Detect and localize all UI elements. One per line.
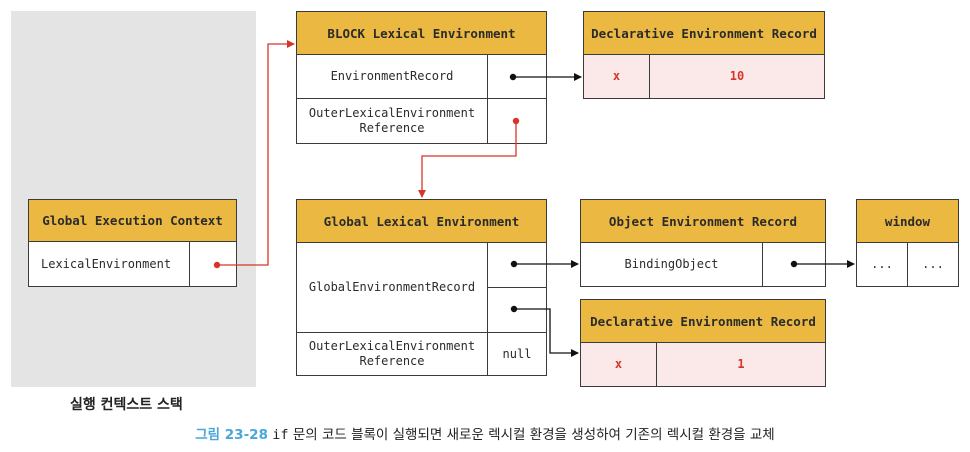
block-outer-reference-cell: OuterLexicalEnvironment Reference [296, 98, 488, 144]
stack-caption: 실행 컨텍스트 스택 [70, 397, 183, 413]
global-object-record-arrow [510, 260, 579, 268]
block-declarative-record-header: Declarative Environment Record [583, 11, 825, 55]
block-declarative-value-cell: 10 [649, 54, 825, 99]
block-declarative-name-cell: x [583, 54, 650, 99]
global-environment-record-cell: GlobalEnvironmentRecord [296, 242, 488, 333]
binding-object-arrow [790, 260, 855, 268]
block-record-arrow [509, 73, 582, 81]
global-execution-context-header: Global Execution Context [28, 199, 237, 242]
global-outer-reference-label-line2: Reference [359, 354, 425, 368]
lexical-environment-arrow [213, 40, 295, 269]
lexical-environment-pointer-cell [189, 241, 237, 287]
global-outer-reference-label-line1: OuterLexicalEnvironment [308, 339, 476, 353]
caption-code: if [272, 427, 289, 443]
block-environment-record-cell: EnvironmentRecord [296, 54, 488, 99]
block-outer-reference-label-line2: Reference [359, 121, 425, 135]
global-outer-reference-value-cell: null [487, 332, 547, 376]
global-outer-reference-cell: OuterLexicalEnvironment Reference [296, 332, 488, 376]
block-outer-reference-label-line1: OuterLexicalEnvironment [308, 106, 476, 120]
binding-object-cell: BindingObject [580, 242, 763, 287]
window-cell-1: ... [856, 242, 908, 287]
window-cell-2: ... [907, 242, 959, 287]
figure-number: 그림 23-28 [195, 427, 268, 443]
object-environment-record-header: Object Environment Record [580, 199, 826, 243]
global-declarative-value-cell: 1 [656, 342, 826, 387]
window-object-header: window [856, 199, 959, 243]
global-declarative-record-header: Declarative Environment Record [580, 299, 826, 343]
figure-caption: 그림 23-28 if 문의 코드 블록이 실행되면 새로운 렉시컬 환경을 생… [0, 423, 970, 443]
global-declarative-record-arrow [510, 305, 579, 357]
caption-text: 문의 코드 블록이 실행되면 새로운 렉시컬 환경을 생성하여 기존의 렉시컬 … [288, 427, 775, 443]
block-outer-reference-arrow [418, 117, 520, 198]
block-lexical-environment-header: BLOCK Lexical Environment [296, 11, 547, 55]
